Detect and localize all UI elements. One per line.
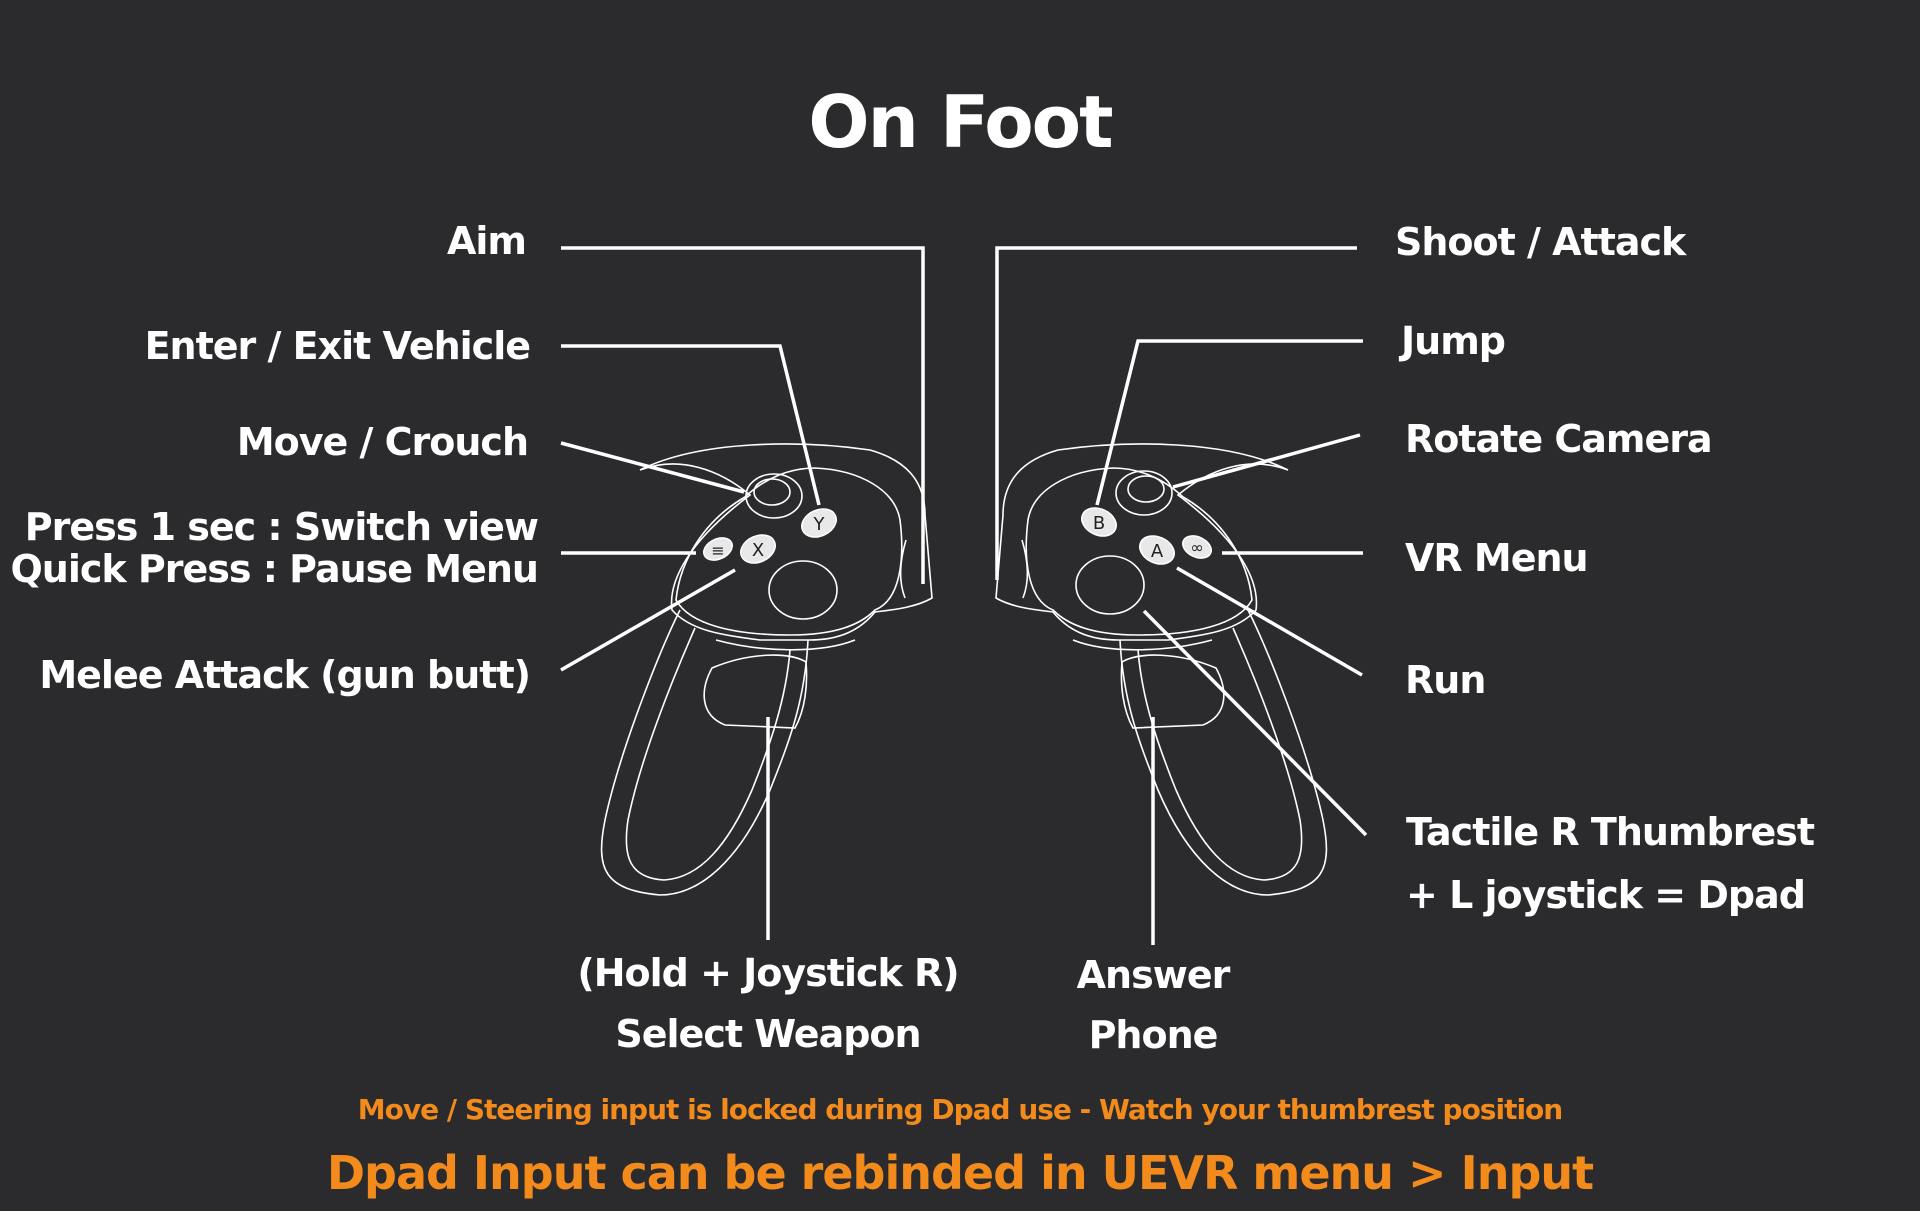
label-switch-view: Press 1 sec : Switch view	[24, 505, 539, 549]
right-buttons: B A ∞	[1077, 503, 1215, 570]
note-dpad-rebind: Dpad Input can be rebinded in UEVR menu …	[326, 1146, 1594, 1200]
note-dpad-lock: Move / Steering input is locked during D…	[357, 1093, 1563, 1126]
right-controller-face	[1025, 467, 1253, 636]
left-controller	[600, 443, 933, 896]
shoot-line	[995, 246, 1357, 580]
left-controller-face-edge	[715, 639, 856, 651]
a-button-label: A	[1151, 541, 1164, 562]
right-controller-grip-inner	[1137, 627, 1303, 881]
label-thumbrest-line1: Tactile R Thumbrest	[1406, 810, 1815, 854]
label-melee-attack: Melee Attack (gun butt)	[39, 653, 531, 697]
leader-lines-right	[995, 246, 1368, 945]
left-controller-ring-edge	[899, 539, 907, 599]
a-button[interactable]	[1135, 531, 1179, 570]
thumbrest-line	[1142, 609, 1368, 837]
left-joystick-top	[753, 478, 791, 506]
left-controller-trigger	[703, 654, 808, 729]
y-button[interactable]	[797, 504, 841, 543]
left-joystick-base	[745, 473, 803, 519]
aim-line	[561, 246, 925, 584]
menu-button-label: ≡	[711, 541, 724, 560]
label-shoot-attack: Shoot / Attack	[1395, 220, 1686, 264]
enter-exit-line	[561, 344, 821, 506]
label-answer-phone-line2: Phone	[1088, 1013, 1219, 1057]
label-select-weapon-line1: (Hold + Joystick R)	[577, 951, 959, 995]
label-jump: Jump	[1401, 319, 1506, 363]
right-thumbrest	[1075, 555, 1145, 615]
label-enter-exit-vehicle: Enter / Exit Vehicle	[144, 324, 531, 368]
right-controller-trigger	[1120, 654, 1225, 729]
left-controller-face	[675, 467, 903, 636]
leader-lines-left	[560, 246, 925, 940]
b-button-label: B	[1093, 513, 1105, 534]
label-vr-menu: VR Menu	[1405, 536, 1589, 580]
label-pause-menu: Quick Press : Pause Menu	[10, 547, 539, 591]
right-controller-ring-edge	[1021, 539, 1029, 599]
menu-button[interactable]	[700, 534, 736, 565]
label-answer-phone-line1: Answer	[1076, 953, 1231, 997]
x-button[interactable]	[736, 530, 780, 569]
move-crouch-line	[560, 441, 745, 494]
left-controller-grip-inner	[625, 627, 791, 881]
run-line	[1176, 566, 1363, 677]
y-button-label: Y	[813, 514, 826, 535]
right-joystick-top	[1127, 475, 1165, 503]
b-button[interactable]	[1077, 503, 1121, 542]
label-thumbrest-line2: + L joystick = Dpad	[1406, 873, 1806, 917]
oculus-button-label: ∞	[1190, 538, 1203, 557]
left-controller-grip	[600, 609, 809, 896]
label-select-weapon-line2: Select Weapon	[615, 1012, 921, 1056]
page-title: On Foot	[808, 80, 1113, 164]
right-controller	[995, 443, 1328, 896]
x-button-label: X	[752, 540, 764, 561]
melee-line	[560, 568, 736, 672]
left-thumbrest	[768, 560, 838, 620]
left-buttons: Y X ≡	[700, 504, 841, 569]
rotate-camera-line	[1172, 433, 1361, 489]
label-aim: Aim	[446, 219, 527, 263]
right-controller-grip	[1119, 609, 1328, 896]
right-controller-face-edge	[1072, 639, 1213, 651]
oculus-button[interactable]	[1179, 532, 1215, 563]
label-run: Run	[1405, 658, 1486, 702]
jump-line	[1095, 339, 1363, 506]
right-controller-ring	[995, 443, 1289, 641]
label-move-crouch: Move / Crouch	[236, 420, 529, 464]
label-rotate-camera: Rotate Camera	[1405, 417, 1713, 461]
right-joystick-base	[1115, 470, 1173, 516]
